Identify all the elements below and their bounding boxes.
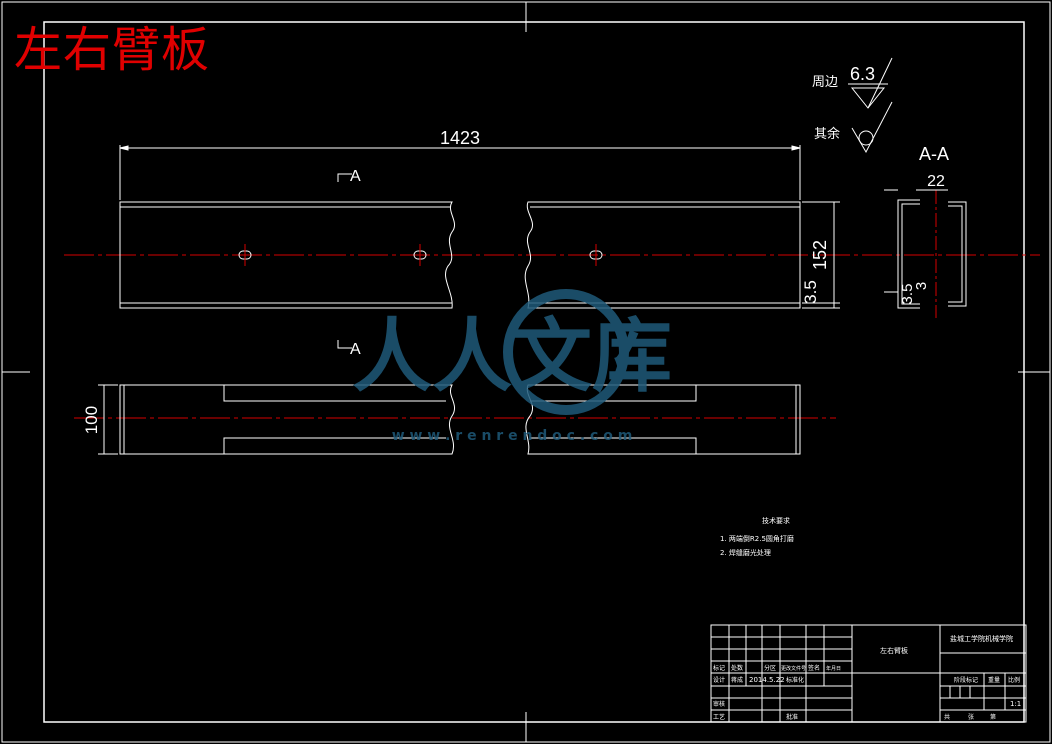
section-edge-label: 3 (913, 282, 930, 290)
tb-ymd: 年月日 (826, 665, 841, 672)
tb-designer: 蒋成 (731, 676, 743, 684)
roughness-symbol-1 (848, 57, 893, 109)
roughness-symbol-2 (851, 101, 893, 154)
tb-mark: 标记 (713, 664, 725, 672)
tech-heading: 技术要求 (762, 516, 790, 525)
section-mark-top (337, 173, 352, 182)
dim-length (119, 145, 801, 200)
tb-sheet-total: 共 (944, 713, 950, 721)
tb-count: 处数 (731, 664, 743, 672)
tb-weight: 重量 (988, 676, 1000, 684)
roughness-value-1: 6.3 (850, 64, 875, 84)
dim-thickness-label: 3.5 (801, 280, 820, 304)
tb-sheet-label: 张 (968, 713, 974, 721)
tb-ratio: 比例 (1008, 676, 1020, 684)
tb-scale: 1:1 (1010, 700, 1021, 708)
dim-width (98, 384, 118, 455)
dim-height (799, 201, 840, 309)
roughness-label-2: 其余 (814, 126, 840, 142)
drawing-title: 左右臂板 (14, 22, 211, 78)
title-block (710, 624, 1027, 723)
watermark: 人人文库 w w w . r e n r e n d o c . c o m (352, 289, 672, 444)
tb-sign: 签名 (808, 664, 820, 672)
section-mark-bottom (337, 340, 352, 349)
front-view (119, 201, 801, 309)
tb-sheet-no: 第 (990, 713, 996, 721)
watermark-name: 人人文库 (352, 310, 672, 403)
top-view (119, 384, 801, 455)
section-width-label: 22 (927, 173, 945, 190)
tb-approve: 批准 (786, 713, 798, 721)
tb-std: 标准化 (786, 676, 804, 684)
tb-craft: 工艺 (713, 713, 725, 721)
tb-material: 阶段标记 (954, 676, 978, 684)
watermark-circle (503, 289, 629, 415)
tech-line-1: 1. 两端倒R2.5圆角打磨 (720, 534, 794, 543)
tech-line-2: 2. 焊缝磨光处理 (720, 548, 771, 557)
tb-design: 设计 (713, 676, 725, 684)
dim-length-label: 1423 (440, 128, 480, 148)
tb-school: 盐城工学院机械学院 (950, 634, 1013, 643)
tb-doc: 更改文件号 (781, 665, 806, 672)
tb-part-name: 左右臂板 (880, 646, 908, 655)
section-inner-label: 3.5 (899, 284, 916, 305)
roughness-label-1: 周边 (812, 75, 838, 90)
tb-zone: 分区 (764, 664, 776, 672)
section-mark-top-label: A (350, 168, 361, 185)
dim-width-label: 100 (82, 406, 101, 434)
section-view (884, 189, 967, 309)
watermark-url: w w w . r e n r e n d o c . c o m (392, 428, 633, 444)
tb-date: 2014.5.22 (749, 676, 785, 684)
dim-height-label: 152 (810, 240, 830, 270)
tb-check: 审核 (713, 700, 725, 708)
section-title: A-A (919, 144, 949, 164)
section-mark-bottom-label: A (350, 341, 361, 358)
